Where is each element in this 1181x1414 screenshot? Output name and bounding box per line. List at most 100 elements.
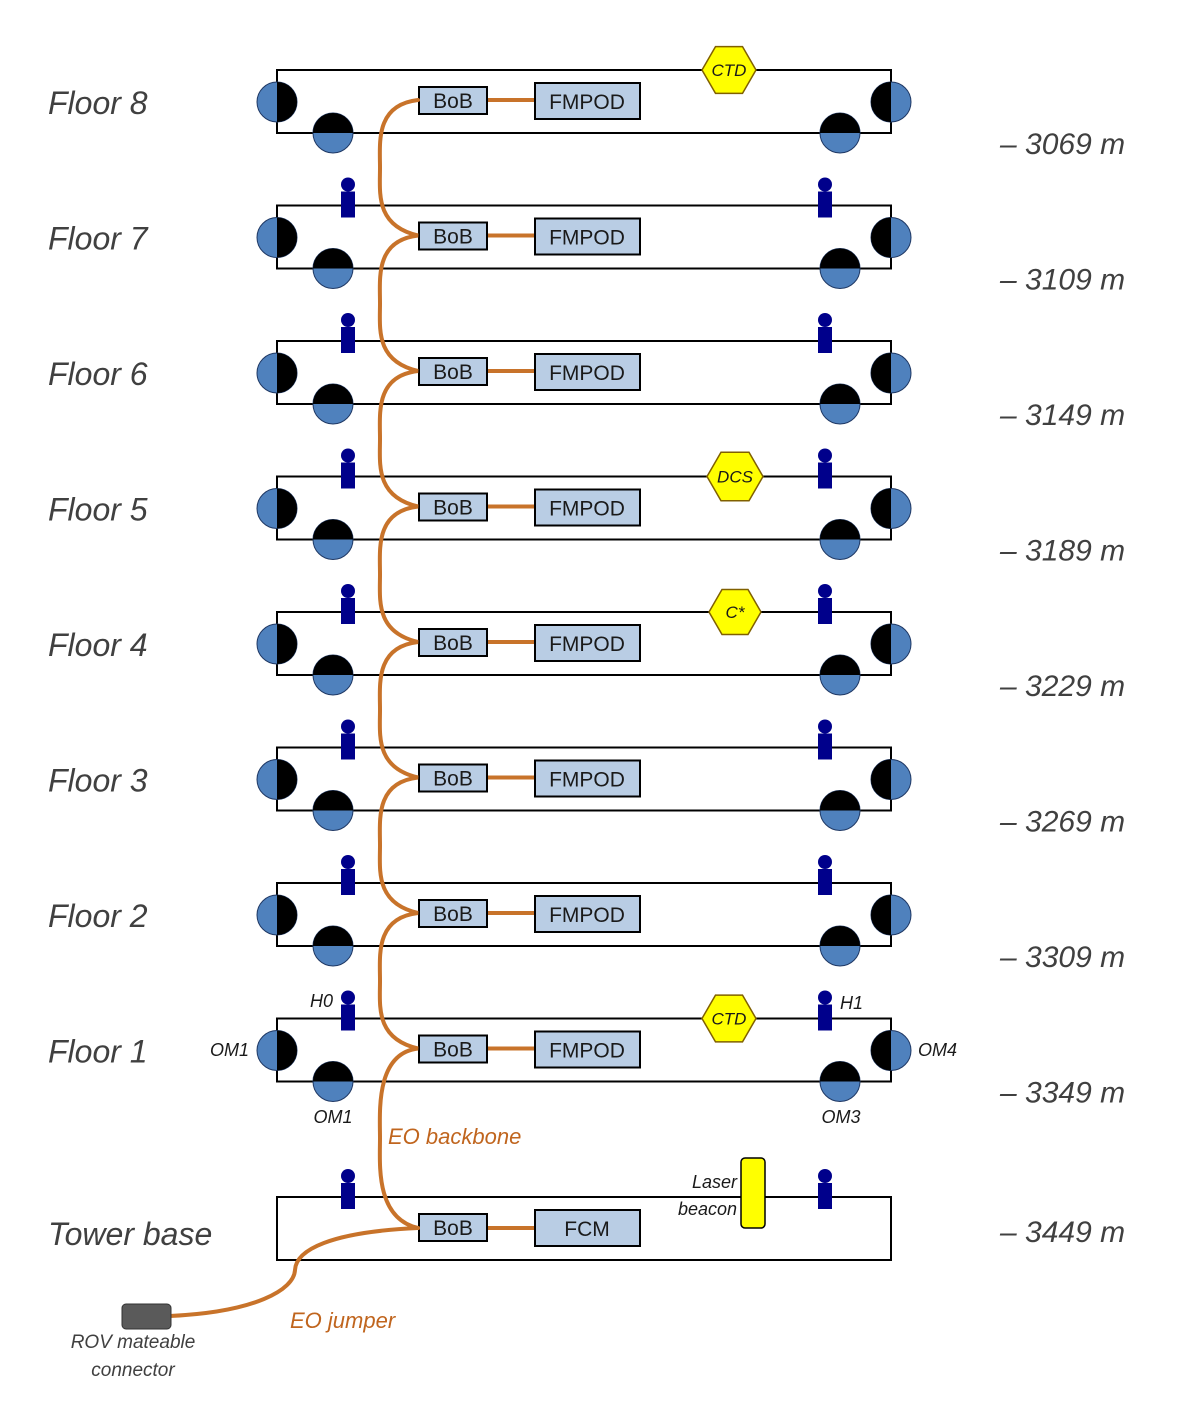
fmpod-label: FMPOD (549, 904, 625, 927)
sensor-label: C* (726, 603, 746, 622)
fmpod-box (534, 624, 641, 662)
eo-backbone-cable (377, 98, 420, 1230)
annotations-layer: H0 H1 OM1 OM4 OM1 OM3 EO backbone EO jum… (71, 991, 957, 1381)
hydrophone-left-icon (341, 855, 355, 895)
om-bottom-left-icon (312, 654, 354, 696)
h1-label: H1 (840, 993, 863, 1013)
rov-label-line1: ROV mateable (71, 1332, 196, 1353)
hydrophone-right-icon (818, 448, 832, 489)
bob-box (418, 899, 488, 928)
bob-label: BoB (433, 90, 473, 113)
om-bottom-right-icon (819, 112, 861, 154)
om-left-icon (256, 894, 298, 936)
base-bob-label: BoB (433, 1217, 473, 1240)
floor-label: Floor 8 (48, 85, 148, 121)
om1-left-label: OM1 (210, 1040, 249, 1060)
om-left-icon (256, 759, 298, 800)
om-bottom-left-icon (312, 925, 354, 967)
tower-base-label: Tower base (48, 1216, 212, 1252)
hydrophone-right-icon (818, 990, 832, 1031)
bob-box (418, 1034, 488, 1064)
om-bottom-left-icon (312, 112, 354, 154)
tower-base-frame (276, 1196, 892, 1261)
hydrophone-right-icon (818, 177, 832, 218)
bob-label: BoB (433, 632, 473, 655)
om-right-icon (870, 488, 912, 529)
om-right-icon (870, 759, 912, 800)
hydrophone-left-icon (341, 990, 355, 1031)
hydrophone-left-icon (341, 584, 355, 624)
om-bottom-right-icon (819, 519, 861, 560)
bob-label: BoB (433, 903, 473, 926)
om-right-icon (870, 623, 912, 665)
om4-label: OM4 (918, 1040, 957, 1060)
sensor-hexagon-icon (701, 994, 757, 1043)
depth-label: – 3309 m (999, 941, 1125, 974)
tower-base-depth: – 3449 m (999, 1216, 1125, 1249)
om-left-icon (256, 1030, 298, 1071)
depth-label: – 3069 m (999, 128, 1125, 161)
rov-connector-icon (121, 1303, 172, 1330)
om-bottom-left-icon (312, 248, 354, 289)
om-bottom-left-icon (312, 383, 354, 425)
om-bottom-right-icon (819, 790, 861, 831)
sensor-hexagon-icon (706, 451, 764, 502)
om-right-icon (870, 894, 912, 936)
base-hydrophone-left (341, 1169, 355, 1209)
fmpod-label: FMPOD (549, 769, 625, 792)
bob-label: BoB (433, 361, 473, 384)
fcm-label: FCM (564, 1218, 610, 1241)
laser-label-line1: Laser (692, 1172, 738, 1192)
om-left-icon (256, 217, 298, 258)
om-right-icon (870, 352, 912, 394)
fmpod-label: FMPOD (549, 1040, 625, 1063)
depth-label: – 3229 m (999, 670, 1125, 703)
depth-label: – 3149 m (999, 399, 1125, 432)
om3-label: OM3 (821, 1107, 860, 1127)
rov-label-line2: connector (91, 1360, 175, 1381)
sensor-hexagon-icon (701, 45, 757, 95)
eo-backbone-label: EO backbone (388, 1124, 521, 1149)
bob-label: BoB (433, 768, 473, 791)
laser-beacon-icon (740, 1157, 766, 1229)
sensor-label: CTD (712, 61, 747, 80)
om-bottom-right-icon (819, 248, 861, 289)
fmpod-box (534, 1030, 641, 1069)
om-right-icon (870, 1030, 912, 1071)
bob-label: BoB (433, 226, 473, 249)
bob-box (418, 492, 488, 522)
floor-label: Floor 5 (48, 492, 148, 528)
om-bottom-left-icon (312, 519, 354, 560)
floor-label: Floor 1 (48, 1034, 148, 1070)
hydrophone-left-icon (341, 313, 355, 353)
om-bottom-right-icon (819, 1061, 861, 1102)
om-bottom-right-icon (819, 654, 861, 696)
base-hydrophone-right (818, 1169, 832, 1209)
depth-label: – 3189 m (999, 535, 1125, 568)
fmpod-label: FMPOD (549, 633, 625, 656)
fmpod-label: FMPOD (549, 498, 625, 521)
om-left-icon (256, 623, 298, 665)
om-left-icon (256, 81, 298, 123)
hydrophone-right-icon (818, 719, 832, 760)
h0-label: H0 (310, 991, 333, 1011)
fmpod-label: FMPOD (549, 362, 625, 385)
sensor-label: CTD (712, 1010, 747, 1029)
om-right-icon (870, 217, 912, 258)
hydrophone-left-icon (341, 719, 355, 760)
om-bottom-left-icon (312, 1061, 354, 1102)
om-bottom-right-icon (819, 383, 861, 425)
om-bottom-right-icon (819, 925, 861, 967)
fmpod-label: FMPOD (549, 227, 625, 250)
om-right-icon (870, 81, 912, 123)
bob-label: BoB (433, 1039, 473, 1062)
bob-box (418, 357, 488, 386)
eo-jumper-cable (168, 1226, 420, 1318)
bob-label: BoB (433, 497, 473, 520)
